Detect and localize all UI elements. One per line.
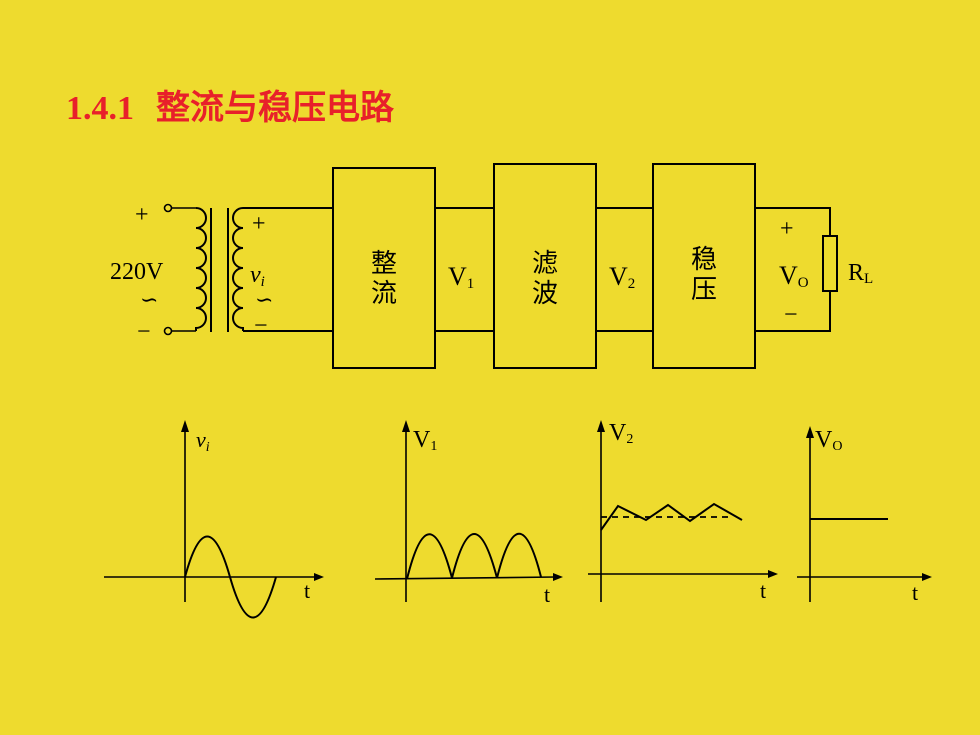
regulator-box bbox=[652, 163, 756, 369]
v1-t-label: t bbox=[544, 582, 550, 607]
regulator-label-2: 压 bbox=[691, 275, 717, 304]
v1-x-arrow bbox=[553, 573, 563, 581]
filter-box bbox=[493, 163, 597, 369]
output-plus: + bbox=[780, 216, 794, 242]
secondary-minus: − bbox=[254, 313, 268, 339]
wire-bottom bbox=[243, 291, 831, 332]
node-v1-label: V1 bbox=[448, 262, 474, 292]
vo-x-arrow bbox=[922, 573, 932, 581]
primary-terminals bbox=[163, 203, 196, 336]
v2-axis-label: V2 bbox=[609, 420, 633, 447]
rectifier-label-1: 整 bbox=[371, 249, 397, 278]
vo-y-arrow bbox=[806, 426, 814, 438]
waveform-v1: V1 t bbox=[374, 420, 563, 607]
filter-label-1: 滤 bbox=[532, 249, 558, 278]
rectifier-box bbox=[332, 167, 436, 369]
waveform-vi: vi t bbox=[104, 420, 324, 619]
filter-label-2: 波 bbox=[532, 279, 558, 308]
secondary-plus: + bbox=[252, 211, 266, 237]
block-filter: 滤 波 bbox=[493, 163, 597, 369]
secondary-coil bbox=[232, 207, 244, 331]
block-rectifier: 整 流 bbox=[332, 167, 436, 369]
source-ac-symbol: ∽ bbox=[140, 287, 158, 312]
waveform-vo: VO t bbox=[797, 426, 932, 605]
secondary-voltage-label: vi bbox=[250, 262, 265, 290]
v2-t-label: t bbox=[760, 578, 766, 603]
title-text: 整流与稳压电路 bbox=[156, 90, 394, 127]
source-minus: − bbox=[137, 319, 151, 345]
load-resistor bbox=[822, 235, 838, 292]
source-plus: + bbox=[135, 202, 149, 228]
block-regulator: 稳 压 bbox=[652, 163, 756, 369]
waveform-v2: V2 t bbox=[588, 420, 778, 603]
vo-axis-label: VO bbox=[815, 427, 842, 454]
v2-x-arrow bbox=[768, 570, 778, 578]
node-vo-label: VO bbox=[779, 261, 809, 291]
wire-top bbox=[243, 207, 831, 236]
load-label: RL bbox=[848, 260, 873, 287]
node-v2-label: V2 bbox=[609, 262, 635, 292]
v1-axis-label: V1 bbox=[413, 427, 437, 454]
v1-rectified-trace bbox=[406, 532, 542, 580]
vi-x-arrow bbox=[314, 573, 324, 581]
rectifier-label-2: 流 bbox=[371, 279, 397, 308]
output-minus: − bbox=[784, 302, 798, 328]
v1-y-arrow bbox=[402, 420, 410, 432]
title-number: 1.4.1 bbox=[66, 90, 134, 127]
vi-t-label: t bbox=[304, 578, 310, 603]
primary-leads bbox=[171, 207, 196, 332]
vi-sine-trace bbox=[184, 535, 277, 619]
v2-ripple-trace bbox=[600, 502, 743, 531]
slide-title: 1.4.1 整流与稳压电路 bbox=[66, 80, 394, 129]
regulator-label-1: 稳 bbox=[691, 245, 717, 274]
v2-y-arrow bbox=[597, 420, 605, 432]
primary-coil bbox=[195, 207, 207, 331]
vi-axis-label: vi bbox=[196, 427, 210, 455]
vi-y-arrow bbox=[181, 420, 189, 432]
secondary-ac-symbol: ∽ bbox=[255, 287, 273, 312]
source-voltage: 220V bbox=[110, 259, 164, 285]
v1-x-axis bbox=[374, 576, 557, 580]
primary-top-terminal bbox=[163, 203, 173, 213]
vo-t-label: t bbox=[912, 580, 918, 605]
primary-bottom-terminal bbox=[163, 326, 173, 336]
